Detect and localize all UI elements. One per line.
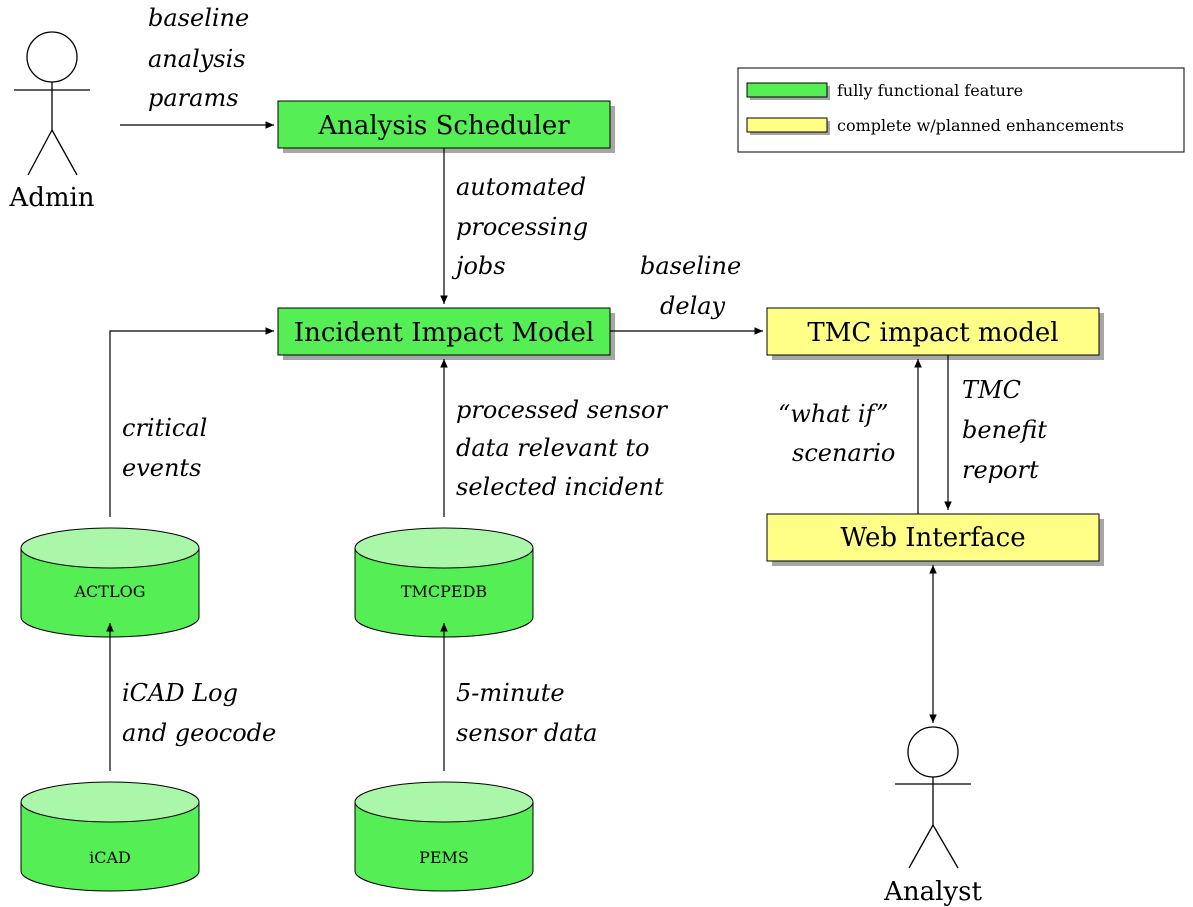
pems-db: PEMS — [354, 781, 534, 892]
what-if-label-2: scenario — [792, 439, 895, 467]
actlog-label: ACTLOG — [74, 582, 146, 601]
tmc-impact-model-box — [766, 307, 1100, 356]
tmc-box-group: TMC impact model — [766, 307, 1104, 360]
web-box-group: Web Interface — [766, 513, 1104, 566]
legend-swatch-planned — [746, 117, 828, 133]
actlog-to-iim-arrow — [109, 327, 274, 517]
admin-actor — [14, 31, 90, 176]
jobs-label-2: processing — [456, 213, 588, 241]
legend-swatch-functional — [746, 82, 828, 98]
analysis-scheduler-label: Analysis Scheduler — [317, 111, 570, 141]
icad-log-label-2: and geocode — [122, 719, 276, 747]
scheduler-box-group: Analysis Scheduler — [277, 100, 615, 153]
web-interface-box — [766, 513, 1100, 562]
icad-db-body — [20, 802, 200, 892]
analysis-scheduler-box — [277, 100, 611, 149]
pems-db-body — [354, 802, 534, 892]
admin-params-label-2: analysis — [148, 45, 246, 73]
jobs-label-1: automated — [456, 173, 586, 201]
baseline-delay-label-2: delay — [660, 292, 726, 320]
processed-sensor-label-2: data relevant to — [456, 434, 650, 462]
analyst-actor — [895, 726, 971, 869]
jobs-label-3: jobs — [451, 252, 506, 280]
icad-label: iCAD — [89, 848, 131, 867]
admin-params-label-1: baseline — [148, 4, 249, 32]
tmc-benefit-label-1: TMC — [962, 376, 1021, 404]
iim-box-group: Incident Impact Model — [277, 307, 615, 360]
admin-params-label-3: params — [148, 84, 239, 112]
baseline-delay-label-1: baseline — [640, 252, 741, 280]
tmcpedb-label: TMCPEDB — [401, 582, 487, 601]
tmc-impact-model-label: TMC impact model — [807, 318, 1058, 348]
tmc-benefit-label-3: report — [962, 456, 1039, 484]
tmcpedb-db: TMCPEDB — [354, 527, 534, 638]
sensor-data-label-2: sensor data — [456, 719, 597, 747]
web-interface-label: Web Interface — [840, 523, 1025, 553]
icad-db-top — [20, 781, 200, 823]
sensor-data-label-1: 5-minute — [456, 679, 565, 707]
actlog-db: ACTLOG — [20, 527, 200, 638]
actlog-db-top — [20, 527, 200, 569]
admin-label: Admin — [8, 183, 94, 213]
icad-db: iCAD — [20, 781, 200, 892]
incident-impact-model-box — [277, 307, 611, 356]
critical-events-label-2: events — [122, 454, 201, 482]
pems-db-top — [354, 781, 534, 823]
legend-label-functional: fully functional feature — [837, 81, 1023, 100]
pems-label: PEMS — [419, 848, 469, 867]
what-if-label-1: “what if” — [778, 400, 888, 428]
critical-events-label-1: critical — [122, 414, 207, 442]
legend-label-planned: complete w/planned enhancements — [837, 116, 1124, 135]
incident-impact-model-label: Incident Impact Model — [294, 318, 594, 348]
legend-frame — [737, 67, 1185, 153]
tmcpedb-db-top — [354, 527, 534, 569]
legend: fully functional feature complete w/plan… — [737, 67, 1185, 153]
processed-sensor-label-1: processed sensor — [456, 396, 669, 424]
icad-log-label-1: iCAD Log — [122, 679, 238, 707]
tmc-benefit-label-2: benefit — [962, 416, 1047, 444]
analyst-label: Analyst — [883, 877, 982, 907]
processed-sensor-label-3: selected incident — [456, 473, 664, 501]
